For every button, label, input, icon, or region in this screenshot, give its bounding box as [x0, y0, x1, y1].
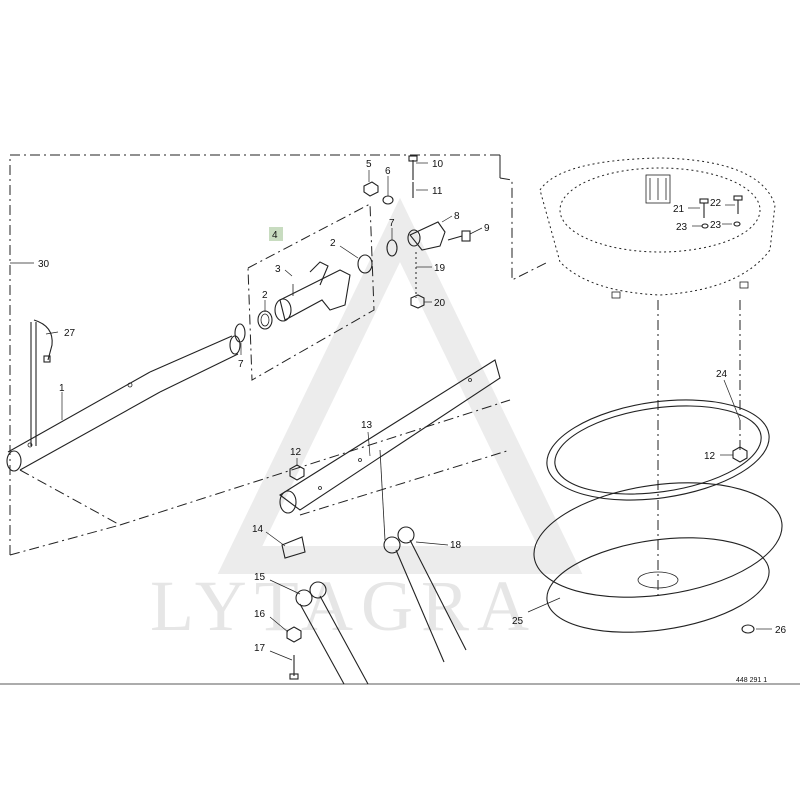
- callout-21: 21: [673, 204, 685, 215]
- callout-27: 27: [64, 328, 76, 339]
- ring-24: [546, 399, 770, 501]
- clamp-14: [281, 536, 306, 559]
- bolt-10: [408, 155, 418, 180]
- callout-12-right: 12: [704, 451, 716, 462]
- rotor-housing: [539, 157, 776, 299]
- callout-3: 3: [275, 264, 281, 275]
- tine-15: [295, 581, 369, 685]
- callout-20: 20: [434, 298, 446, 309]
- callout-30: 30: [38, 259, 50, 270]
- screw-21: [699, 198, 709, 218]
- bushing-2-right: [357, 254, 373, 274]
- washer-6: [382, 195, 394, 205]
- fork-8: [407, 221, 446, 251]
- callout-18: 18: [450, 540, 462, 551]
- watermark-text: LYTAGRA: [150, 566, 537, 646]
- nut-26: [741, 624, 755, 634]
- callout-26: 26: [775, 625, 787, 636]
- callout-10: 10: [432, 159, 444, 170]
- callout-7-left: 7: [238, 359, 244, 370]
- drawing-code: 448 291 1: [736, 677, 767, 684]
- bolt-17: [289, 655, 299, 680]
- callout-14: 14: [252, 524, 264, 535]
- callout-5: 5: [366, 159, 372, 170]
- callout-13: 13: [361, 420, 373, 431]
- callout-labels: 30 27 1 7 2 3 4 2 7 5 6 10 11 8 9 19 20 …: [38, 159, 787, 654]
- yoke-assembly-4: [274, 261, 351, 322]
- arm-13: [279, 359, 501, 541]
- nut-16: [286, 626, 302, 643]
- callout-19: 19: [434, 263, 446, 274]
- washer-23-right: [733, 221, 741, 227]
- tine-18: [383, 526, 467, 663]
- callout-7-right: 7: [389, 218, 395, 229]
- assembly-boundary: [0, 154, 800, 685]
- callout-9: 9: [484, 223, 490, 234]
- screw-9: [447, 230, 471, 242]
- callout-15: 15: [254, 572, 266, 583]
- callout-4: 4: [272, 230, 278, 241]
- watermark: LYTAGRA: [150, 197, 583, 646]
- tube-1: [6, 335, 241, 472]
- callout-2-right: 2: [330, 238, 336, 249]
- callout-22: 22: [710, 198, 722, 209]
- callout-11: 11: [432, 186, 443, 197]
- washer-23-left: [701, 223, 709, 229]
- callout-23-right: 23: [710, 220, 722, 231]
- ring-7-left: [234, 323, 246, 343]
- callout-25: 25: [512, 616, 524, 627]
- callout-24: 24: [716, 369, 728, 380]
- subassembly-4-box: [247, 203, 375, 381]
- callout-23-left: 23: [676, 222, 688, 233]
- callout-12-left: 12: [290, 447, 302, 458]
- callout-16: 16: [254, 609, 266, 620]
- bushing-2-left: [257, 310, 273, 330]
- callout-17: 17: [254, 643, 266, 654]
- nut-20: [410, 294, 425, 309]
- nut-5: [363, 181, 379, 197]
- callout-1: 1: [59, 383, 65, 394]
- screw-22: [733, 195, 743, 214]
- leader-lines: [45, 162, 772, 661]
- dish-25: [533, 482, 783, 633]
- pin-27: [30, 319, 53, 446]
- callout-2-left: 2: [262, 290, 268, 301]
- callout-4-highlight: [269, 227, 283, 241]
- callout-6: 6: [385, 166, 391, 177]
- callout-8: 8: [454, 211, 460, 222]
- nut-12-right: [732, 446, 748, 463]
